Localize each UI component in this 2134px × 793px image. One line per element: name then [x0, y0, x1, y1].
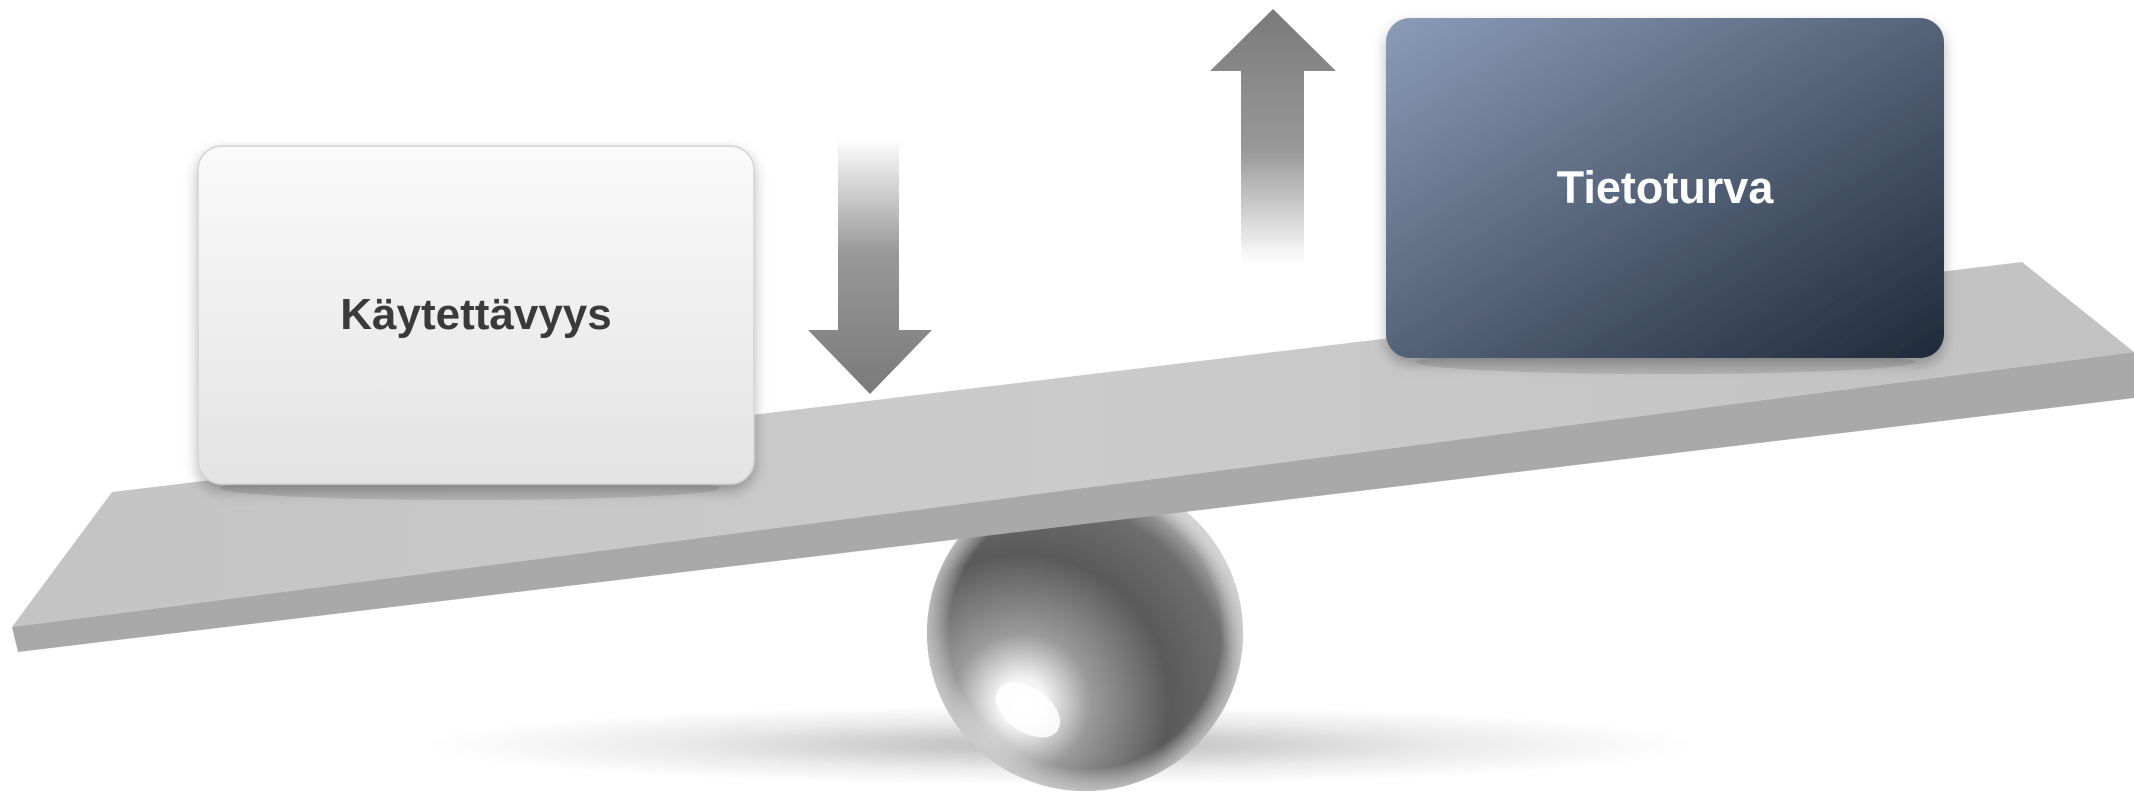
ball-fulcrum — [927, 475, 1243, 791]
usability-label: Käytettävyys — [340, 290, 612, 339]
arrow-down-icon — [808, 138, 932, 394]
security-label: Tietoturva — [1556, 162, 1774, 213]
usability-box — [197, 145, 755, 500]
security-box — [1386, 18, 1944, 374]
arrow-up-icon — [1210, 9, 1336, 264]
